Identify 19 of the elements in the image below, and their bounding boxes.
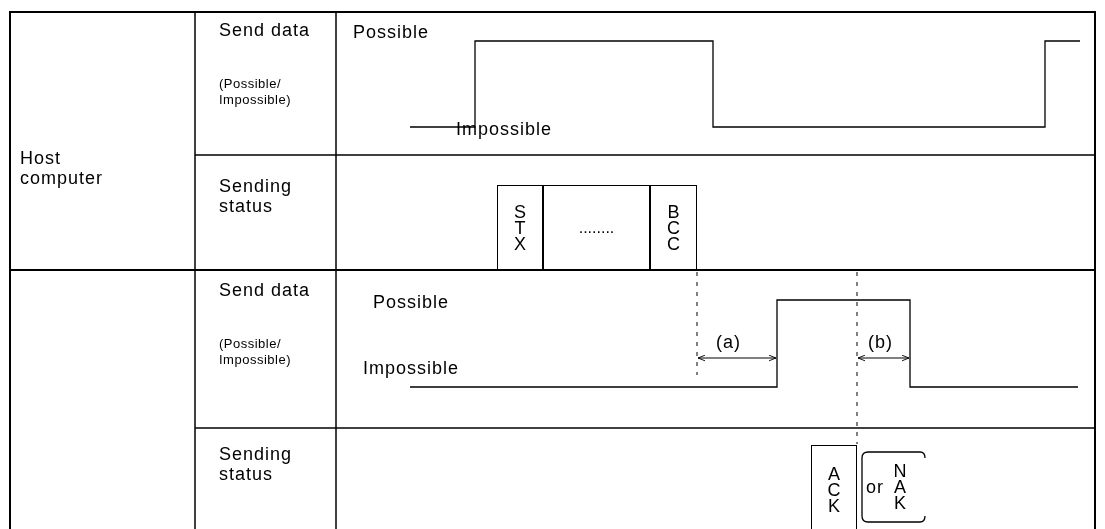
conjunction-label: or: [866, 477, 884, 497]
frame-field-box: ........: [543, 185, 650, 270]
level-label: Impossible: [456, 119, 553, 139]
row-label: (Possible/ Impossible): [219, 336, 292, 368]
level-label: Possible: [353, 22, 430, 42]
row-label: Send data: [219, 20, 312, 40]
row-label: (Possible/ Impossible): [219, 76, 292, 108]
response-text: NAK: [882, 452, 918, 522]
row-label: Send data: [219, 280, 312, 300]
level-label: Possible: [373, 292, 450, 312]
dimension-label: (b): [868, 332, 893, 352]
level-label: Impossible: [363, 358, 460, 378]
dimension-label: (a): [716, 332, 741, 352]
response-box: ACK: [811, 445, 857, 529]
row-label: Sending status: [219, 444, 294, 484]
row-label: Host computer: [20, 148, 105, 188]
row-label: Sending status: [219, 176, 294, 216]
frame-field-box: BCC: [650, 185, 697, 270]
frame-field-box: STX: [497, 185, 543, 270]
